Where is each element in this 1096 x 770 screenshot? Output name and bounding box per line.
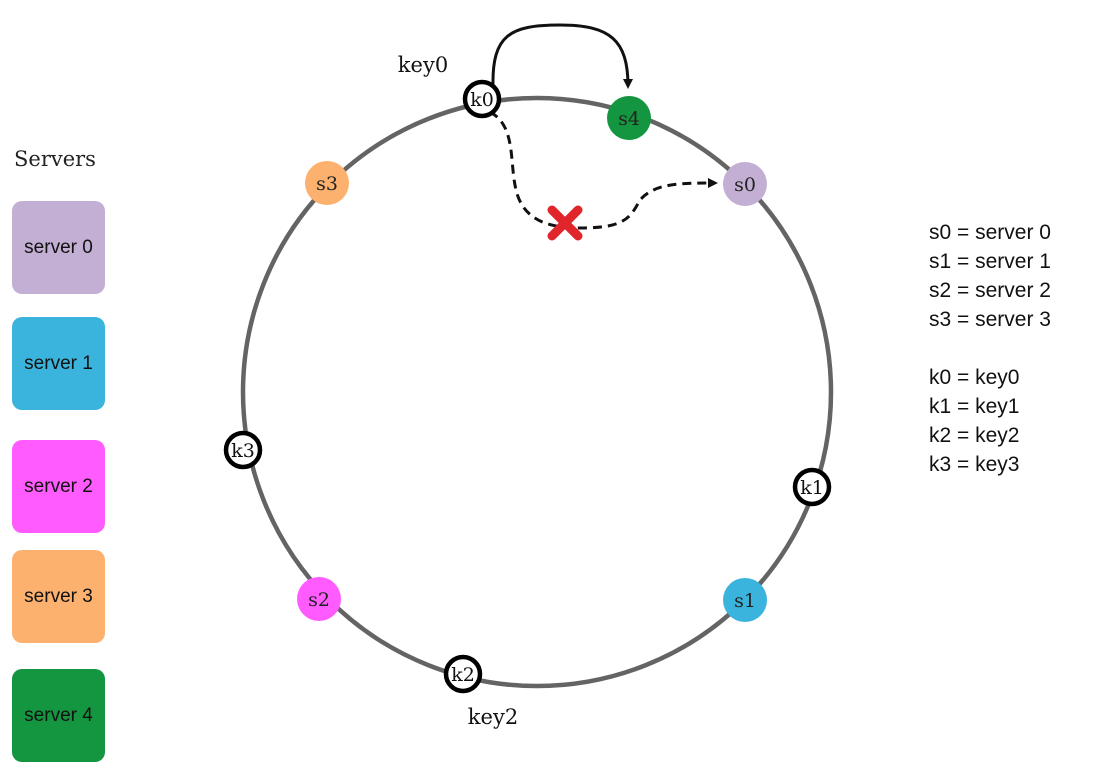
server-node-s0: s0: [723, 162, 767, 206]
server-node-label: s2: [308, 589, 330, 611]
key-node-k3: k3: [223, 430, 263, 470]
legend-line-s0: s0 = server 0: [929, 221, 1051, 244]
solid-arrow-k0-to-s4: [491, 23, 633, 89]
key-node-circle: [792, 467, 832, 507]
server-node-circle: [607, 96, 651, 140]
legend-line-s2: s2 = server 2: [929, 279, 1051, 302]
key-node-k1: k1: [792, 467, 832, 507]
server-node-circle: [297, 577, 341, 621]
server-box-3: server 3: [12, 550, 105, 643]
legend-line-k1: k1 = key1: [929, 395, 1020, 418]
legend: s0 = server 0 s1 = server 1 s2 = server …: [929, 218, 1051, 479]
key0-caption: key0: [398, 53, 448, 77]
key-node-label: k0: [470, 89, 494, 111]
servers-panel-title: Servers: [14, 147, 96, 171]
server-node-circle: [723, 578, 767, 622]
key-node-k0: k0: [462, 79, 502, 119]
key-node-label: k3: [231, 440, 255, 462]
server-box-label: server 1: [24, 352, 93, 374]
key-node-circle: [462, 79, 502, 119]
server-node-label: s4: [618, 108, 640, 130]
server-box-4: server 4: [12, 669, 105, 762]
server-node-s2: s2: [297, 577, 341, 621]
x-mark-icon: [547, 205, 583, 241]
legend-line-k2: k2 = key2: [929, 424, 1020, 447]
server-node-label: s0: [734, 174, 756, 196]
server-box-label: server 2: [24, 475, 93, 497]
key-node-label: k2: [451, 664, 475, 686]
server-node-label: s1: [734, 590, 756, 612]
legend-spacer: [929, 334, 1051, 363]
legend-line-k3: k3 = key3: [929, 453, 1020, 476]
hash-ring: [240, 95, 834, 689]
key-node-circle: [223, 430, 263, 470]
server-box-label: server 0: [24, 236, 93, 258]
key-node-circle: [443, 654, 483, 694]
server-node-label: s3: [316, 173, 338, 195]
server-node-s1: s1: [723, 578, 767, 622]
server-node-circle: [305, 161, 349, 205]
server-node-s4: s4: [607, 96, 651, 140]
server-box-label: server 4: [24, 704, 93, 726]
server-box-2: server 2: [12, 440, 105, 533]
dashed-arrow-k0-to-s0: [489, 110, 718, 230]
key-node-k2: k2: [443, 654, 483, 694]
key-node-label: k1: [800, 477, 824, 499]
server-box-label: server 3: [24, 585, 93, 607]
key2-caption: key2: [468, 705, 518, 729]
legend-line-s3: s3 = server 3: [929, 308, 1051, 331]
legend-line-s1: s1 = server 1: [929, 250, 1051, 273]
server-node-s3: s3: [305, 161, 349, 205]
server-box-0: server 0: [12, 201, 105, 294]
server-node-circle: [723, 162, 767, 206]
server-box-1: server 1: [12, 317, 105, 410]
legend-line-k0: k0 = key0: [929, 366, 1020, 389]
